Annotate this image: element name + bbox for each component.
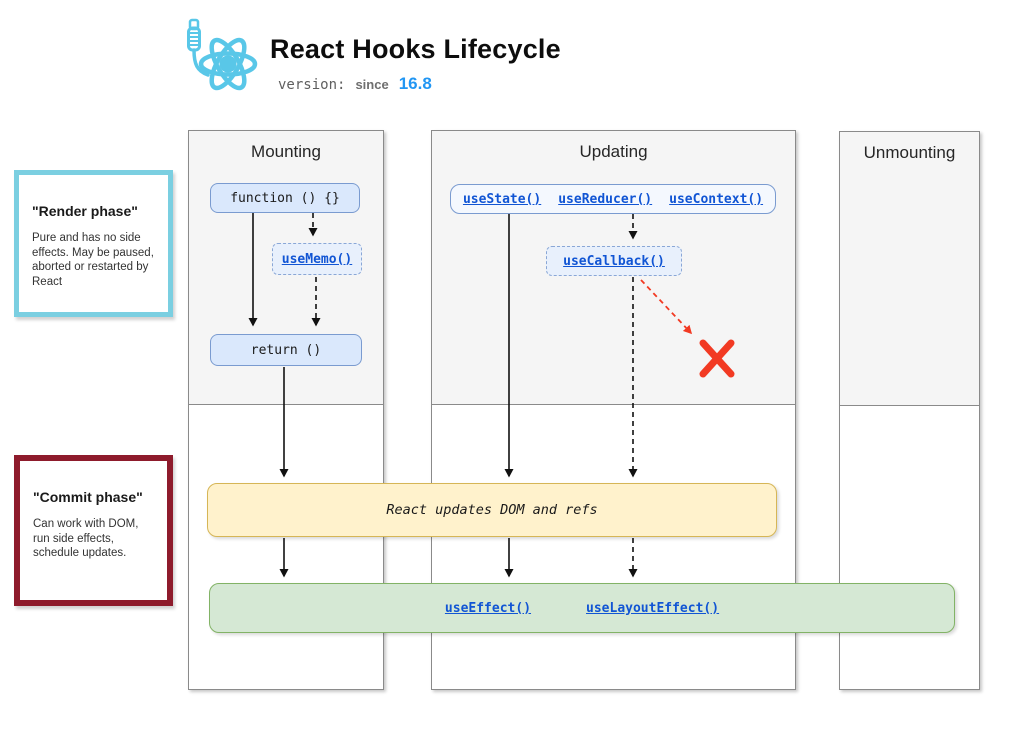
- use-memo-node: useMemo(): [272, 243, 362, 275]
- render-phase-title: "Render phase": [32, 203, 138, 219]
- commit-phase-body: Can work with DOM, run side effects, sch…: [33, 518, 139, 560]
- unmounting-column-header: Unmounting: [840, 132, 979, 406]
- return-statement-node: return (): [210, 334, 362, 366]
- page-title: React Hooks Lifecycle: [270, 34, 561, 64]
- use-callback-link[interactable]: useCallback(): [563, 253, 665, 269]
- mounting-title: Mounting: [251, 142, 321, 161]
- unmounting-title: Unmounting: [863, 143, 956, 162]
- react-hook-logo-icon: [187, 18, 258, 91]
- since-label: since: [355, 77, 389, 92]
- dom-update-label: React updates DOM and refs: [386, 502, 598, 518]
- use-effect-link[interactable]: useEffect(): [444, 600, 532, 616]
- dom-update-bar: React updates DOM and refs: [207, 483, 777, 537]
- use-callback-node: useCallback(): [546, 246, 682, 276]
- version-number: 16.8: [398, 74, 432, 93]
- function-declaration-label: function () {}: [230, 190, 340, 206]
- use-context-link[interactable]: useContext(): [669, 191, 764, 207]
- version-row: version: since 16.8: [278, 74, 432, 94]
- function-declaration-node: function () {}: [210, 183, 360, 213]
- use-memo-link[interactable]: useMemo(): [281, 251, 353, 267]
- effects-bar: useEffect() useLayoutEffect(): [209, 583, 955, 633]
- use-layout-effect-link[interactable]: useLayoutEffect(): [586, 600, 720, 616]
- use-reducer-link[interactable]: useReducer(): [558, 191, 653, 207]
- state-hooks-node: useState() useReducer() useContext(): [450, 184, 776, 214]
- render-phase-body: Pure and has no side effects. May be pau…: [32, 232, 154, 289]
- updating-title: Updating: [579, 142, 648, 161]
- commit-phase-title: "Commit phase": [33, 489, 143, 505]
- version-label: version:: [278, 77, 346, 93]
- commit-phase-note: "Commit phase" Can work with DOM, run si…: [14, 455, 173, 606]
- render-phase-note: "Render phase" Pure and has no side effe…: [14, 170, 173, 317]
- return-statement-label: return (): [250, 342, 322, 358]
- use-state-link[interactable]: useState(): [462, 191, 542, 207]
